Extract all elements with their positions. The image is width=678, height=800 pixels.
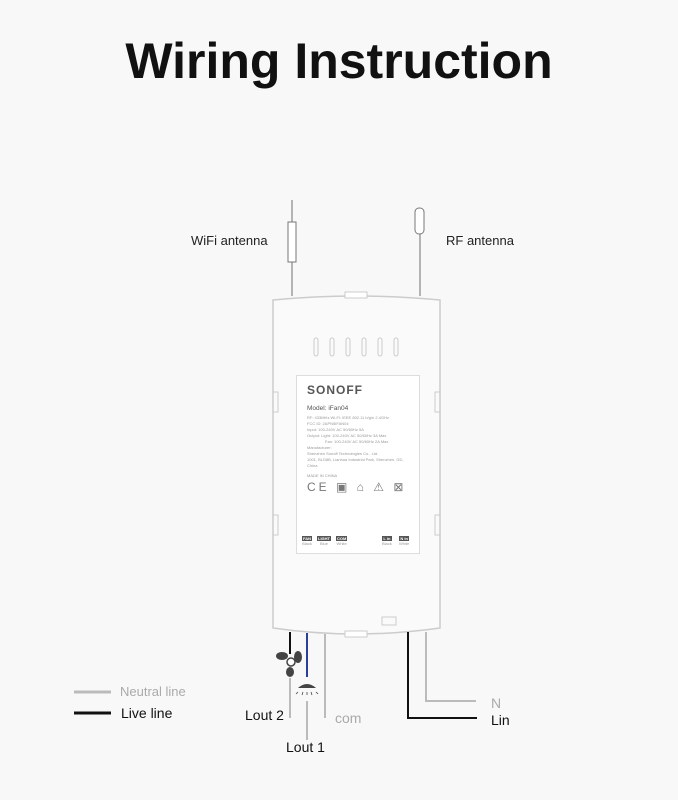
- fan-icon: [276, 651, 302, 677]
- lin-wire: [407, 632, 477, 719]
- spec-line: Input: 100-240V AC 50/60Hz 5A: [307, 427, 364, 432]
- n-wire: [425, 632, 476, 702]
- spec-line: FCC ID: 2APN5IFAN04: [307, 421, 349, 426]
- page-title: Wiring Instruction: [125, 33, 553, 89]
- lout1-label: Lout 1: [286, 739, 325, 755]
- spec-line: RF: 433MHz Wi-Fi: IEEE 802.11 b/g/n 2.4G…: [307, 415, 389, 420]
- spec-line: 1001, BLD8B, Lianhua Industrial Park, Sh…: [307, 457, 404, 468]
- rf-antenna-label: RF antenna: [446, 233, 514, 248]
- lamp-icon: [295, 684, 319, 696]
- model-text: Model: iFan04: [307, 405, 349, 412]
- spec-line: Fan: 100-240V AC 50/60Hz 2A Max: [325, 439, 389, 444]
- cert-icons: CE ▣ ⌂ ⚠ ⊠: [307, 480, 407, 494]
- com-label: com: [335, 710, 362, 726]
- legend-live-label: Live line: [121, 705, 173, 721]
- made-in: MADE IN CHINA: [307, 473, 338, 478]
- device-label: SONOFF Model: iFan04 RF: 433MHz Wi-Fi: I…: [296, 375, 420, 554]
- rf-antenna: [414, 207, 425, 296]
- wires: [289, 632, 477, 740]
- spec-lines: RF: 433MHz Wi-Fi: IEEE 802.11 b/g/n 2.4G…: [307, 415, 415, 469]
- spec-line: Manufacturer:: [307, 445, 332, 450]
- lout2-label: Lout 2: [245, 707, 284, 723]
- wifi-antenna-label: WiFi antenna: [191, 233, 268, 248]
- wifi-antenna: [287, 200, 297, 296]
- legend-neutral-label: Neutral line: [120, 684, 186, 699]
- spec-line: Shenzhen Sonoff Technologies Co., Ltd.: [307, 451, 379, 456]
- n-label: N: [491, 695, 502, 711]
- brand-logo: SONOFF: [307, 383, 363, 397]
- spec-line: Output: Light: 100-240V AC 50/60Hz 3A Ma…: [307, 433, 387, 438]
- lin-label: Lin: [491, 712, 510, 728]
